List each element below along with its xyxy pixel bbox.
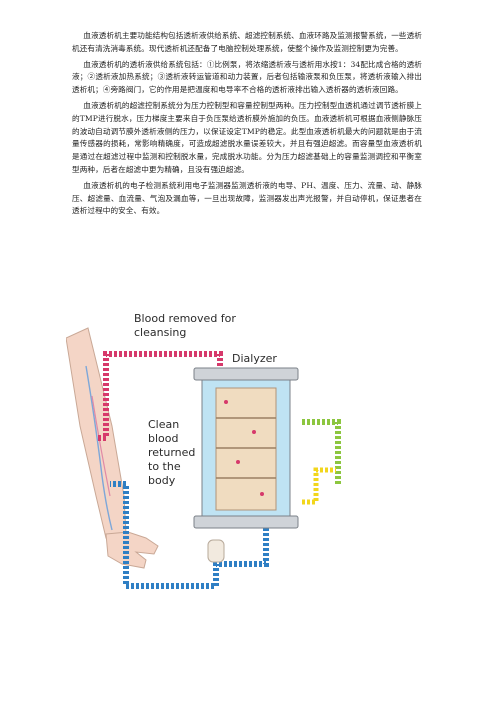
paragraph-dialysate-supply: 血液透析机的透析液供给系统包括：①比例泵，将浓缩透析液与透析用水按1：34配比成…: [72, 59, 422, 95]
paragraph-monitoring: 血液透析机的电子检测系统利用电子监测器监测透析液的电导、PH、温度、压力、流量、…: [72, 180, 422, 216]
venous-blood-line: [110, 481, 269, 589]
label-clean-4: to the: [148, 460, 181, 473]
venous-air-trap: [207, 539, 225, 563]
paragraph-overview: 血液透析机主要功能结构包括透析液供给系统、超滤控制系统、血液环路及监测报警系统，…: [72, 31, 422, 53]
body-text: 血液透析机主要功能结构包括透析液供给系统、超滤控制系统、血液环路及监测报警系统，…: [72, 30, 422, 221]
label-clean-2: blood: [148, 432, 178, 445]
label-blood-removed-line2: cleansing: [134, 326, 186, 339]
label-clean-3: returned: [148, 446, 195, 459]
paragraph-ultrafiltration: 血液透析机的超滤控制系统分为压力控制型和容量控制型两种。压力控制型血透机通过调节…: [72, 100, 422, 174]
label-dialyzer: Dialyzer: [232, 352, 277, 365]
dialyzer: [193, 367, 299, 529]
label-clean-5: body: [148, 474, 176, 487]
label-clean-1: Clean: [148, 418, 179, 431]
hemodialysis-diagram: Blood removed for cleansing Dialyzer Cle…: [66, 312, 341, 589]
label-blood-removed-line1: Blood removed for: [134, 312, 236, 325]
arm-illustration: [66, 327, 159, 569]
